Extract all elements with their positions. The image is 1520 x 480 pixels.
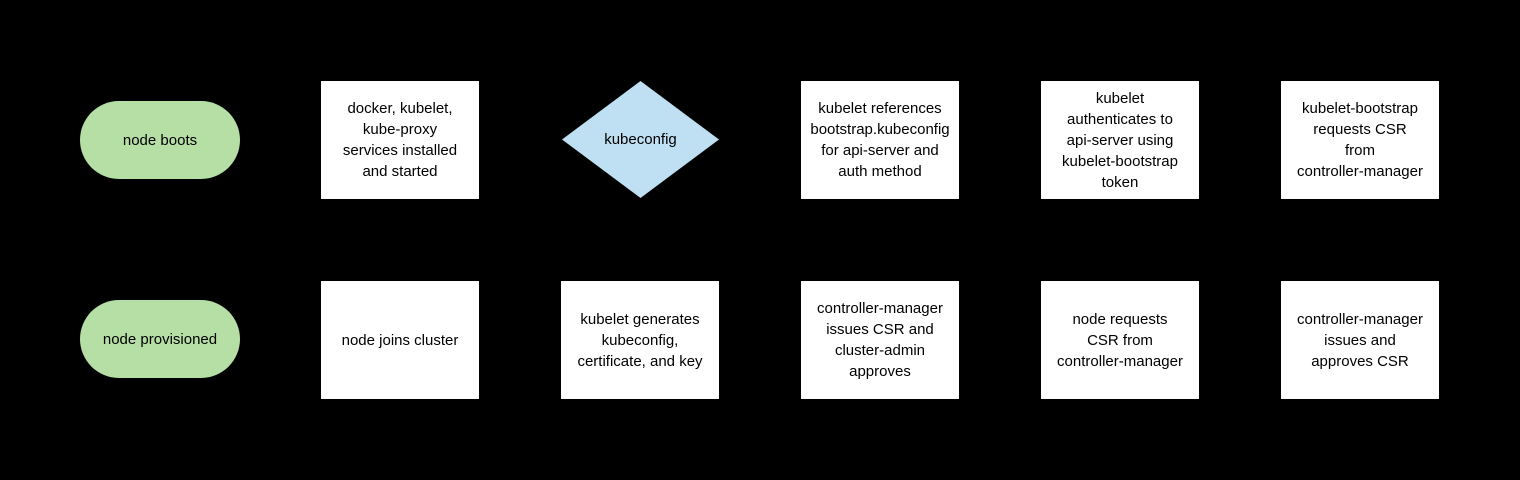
node-label: node joins cluster (341, 331, 459, 349)
terminator-node-provisioned: node provisioned (80, 300, 240, 378)
node-label: node boots (122, 131, 198, 149)
node-label: docker, kubelet, kube-proxy services ins… (342, 100, 458, 180)
process-kubelet-authenticates: kubelet authenticates to api-server usin… (1041, 81, 1199, 199)
node-label: controller-manager issues CSR and cluste… (817, 300, 943, 380)
node-label: kubelet references bootstrap.kubeconfig … (810, 100, 950, 180)
process-cm-issues-approves-csr: controller-manager issues and approves C… (1281, 281, 1439, 399)
process-kubelet-references-bootstrap: kubelet references bootstrap.kubeconfig … (801, 81, 959, 199)
process-cm-issues-csr-admin-approves: controller-manager issues CSR and cluste… (801, 281, 959, 399)
node-label: node provisioned (102, 330, 218, 348)
node-label: kubeconfig (604, 131, 677, 148)
decision-kubeconfig: kubeconfig (562, 81, 719, 198)
process-node-requests-csr: node requests CSR from controller-manage… (1041, 281, 1199, 399)
node-label: controller-manager issues and approves C… (1297, 310, 1423, 370)
node-label: node requests CSR from controller-manage… (1057, 310, 1183, 370)
node-label: kubelet-bootstrap requests CSR from cont… (1297, 100, 1423, 180)
node-label: kubelet authenticates to api-server usin… (1062, 89, 1178, 191)
process-kubelet-generates: kubelet generates kubeconfig, certificat… (561, 281, 719, 399)
process-node-joins-cluster: node joins cluster (321, 281, 479, 399)
terminator-node-boots: node boots (80, 101, 240, 179)
node-label: kubelet generates kubeconfig, certificat… (577, 310, 703, 370)
process-services-installed: docker, kubelet, kube-proxy services ins… (321, 81, 479, 199)
process-bootstrap-requests-csr: kubelet-bootstrap requests CSR from cont… (1281, 81, 1439, 199)
